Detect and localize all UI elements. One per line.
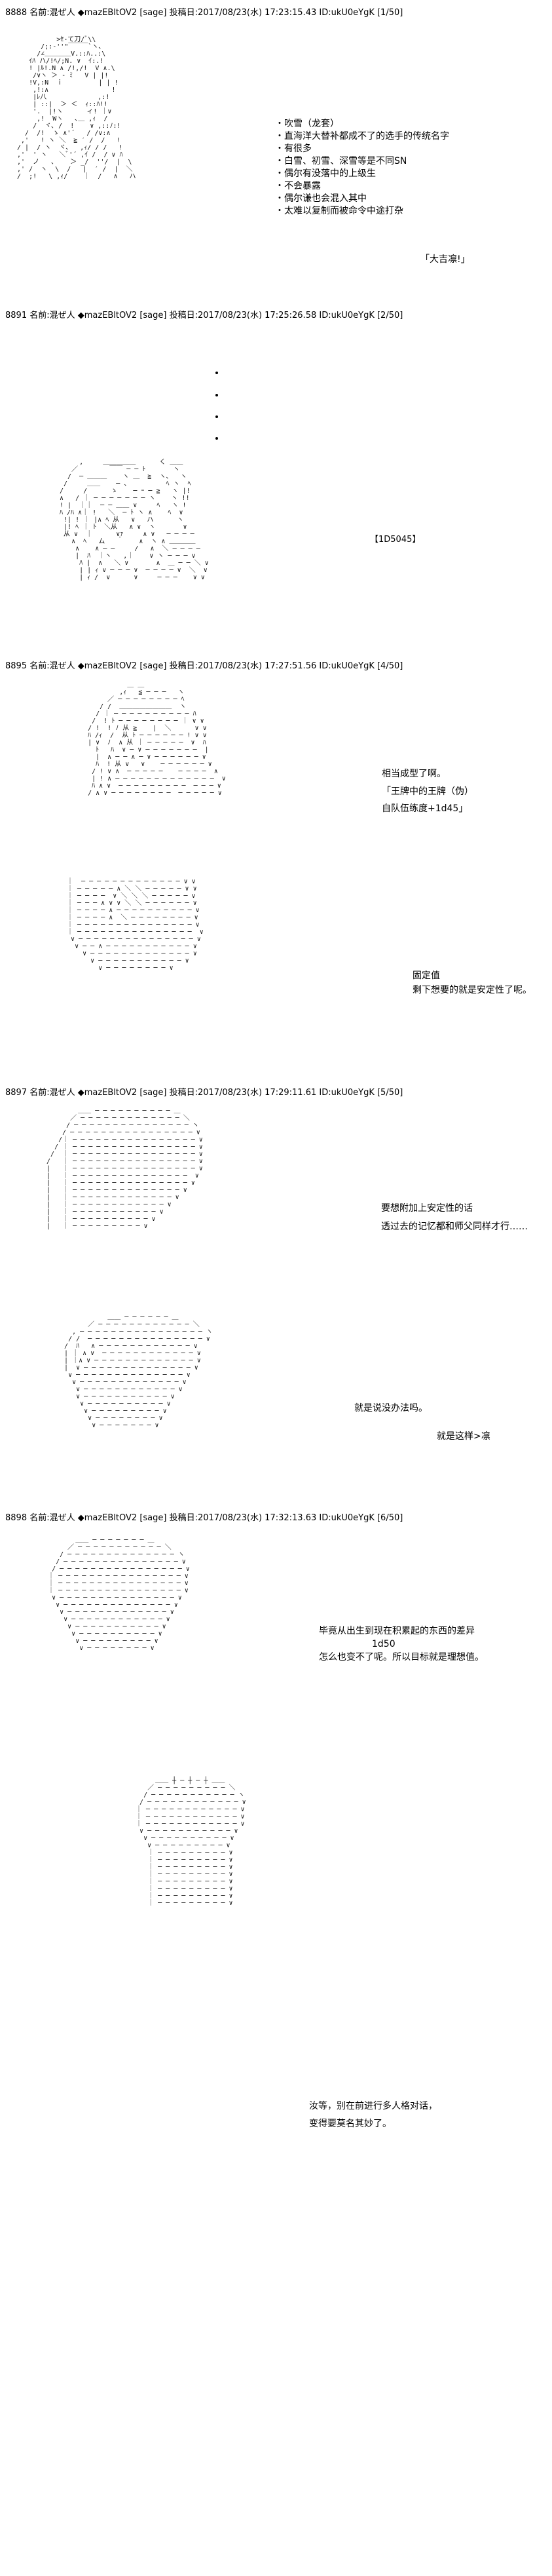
ellipsis-dot: [215, 415, 218, 418]
post-header: 8898 名前:混ぜ人 ◆mazEBltOV2 [sage] 投稿日:2017/…: [5, 1513, 403, 1523]
ellipsis-dot: [215, 372, 218, 374]
dialogue-line: 要想附加上安定性的话: [381, 1203, 473, 1214]
ellipsis-dot: [215, 394, 218, 396]
dialogue-line: 就是说没办法吗。: [354, 1403, 428, 1413]
dialogue-line: 怎么也变不了呢。所以目标就是理想值。: [319, 1652, 484, 1663]
ascii-art-figure: ＿＿ ─ ─ ─ ─ ─ ─ ＿ ／ ─ ─ ─ ─ ─ ─ ─ ─ ─ ─ ─…: [64, 1314, 213, 1429]
dialogue-line: 毕竟从出生到现在积累起的东西的差异: [319, 1626, 475, 1636]
info-list: ・吹雪（龙套） ・直海洋大替补都成不了的选手的传统名字 ・有很多 ・白雪、初雪、…: [275, 119, 449, 216]
dialogue-line: 透过去的记忆都和师父同样才行……: [381, 1221, 528, 1232]
dialogue-line: 汝等，别在前进行多人格对话，: [309, 2101, 437, 2111]
quote-text: 「大吉凛!」: [420, 254, 470, 265]
post-header: 8895 名前:混ぜ人 ◆mazEBltOV2 [sage] 投稿日:2017/…: [5, 661, 403, 671]
ascii-art-closeup: ｜ ─ ─ ─ ─ ─ ─ ─ ─ ─ ─ ─ ─ ─ ∨ ∨ ｜ ─ ─ ─ …: [67, 878, 204, 972]
dice-result: 【1D5045】: [370, 535, 421, 545]
ascii-art-figure: >ｾ-て刀/ﾞ\\ /;:‐''"￣￣￣`ヽ、 /∠＿＿＿＿V.::ﾊ..:\ …: [17, 36, 136, 180]
ascii-art-figure: ＿＿ ─ ─ ─ ─ ─ ─ ─ ─ ─ ─ ＿ ／ ─ ─ ─ ─ ─ ─ ─…: [46, 1107, 203, 1230]
dialogue-line: 就是这样>凛: [437, 1431, 490, 1442]
post-header: 8897 名前:混ぜ人 ◆mazEBltOV2 [sage] 投稿日:2017/…: [5, 1088, 403, 1098]
ascii-art-figure: ＿＿ ┼ ─ ┼ ─ ┼ ＿＿ ／ ─ ─ ─ ─ ─ ─ ─ ─ ─ ＼ / …: [136, 1777, 246, 1907]
post-header: 8891 名前:混ぜ人 ◆mazEBltOV2 [sage] 投稿日:2017/…: [5, 311, 403, 320]
ascii-art-figure: ＿＿ ─ ─ ─ ─ ─ ─ ─ ＿ ／ ─ ─ ─ ─ ─ ─ ─ ─ ─ ─…: [48, 1537, 190, 1652]
dialogue-line: 剩下想要的就是安定性了呢。: [413, 985, 532, 995]
ascii-art-figure: ＿ ＿ ,ｨ ≦ ─ ─ ─ ヽ ／ ─ ─ ─ ─ ─ ─ ─ ─ ﾍ / /…: [88, 682, 226, 797]
dialogue-line: 自队伍练度+1d45」: [382, 803, 468, 814]
dialogue-line: 「王牌中的王牌（伪）: [382, 786, 473, 797]
dialogue-line: 变得要莫名其妙了。: [309, 2119, 392, 2129]
post-header: 8888 名前:混ぜ人 ◆mazEBltOV2 [sage] 投稿日:2017/…: [5, 8, 403, 18]
ascii-art-scene: , ＿＿＿＿＿ く ＿＿ ／ ￣￣ ─ ─ ﾄ ヽ / ─ ＿＿＿ ヽ ＿ ≧ …: [60, 459, 209, 581]
dialogue-line: 相当成型了啊。: [382, 769, 446, 779]
dialogue-line: 1d50: [372, 1639, 396, 1649]
ellipsis-dot: [215, 437, 218, 440]
dialogue-line: 固定值: [413, 971, 440, 981]
